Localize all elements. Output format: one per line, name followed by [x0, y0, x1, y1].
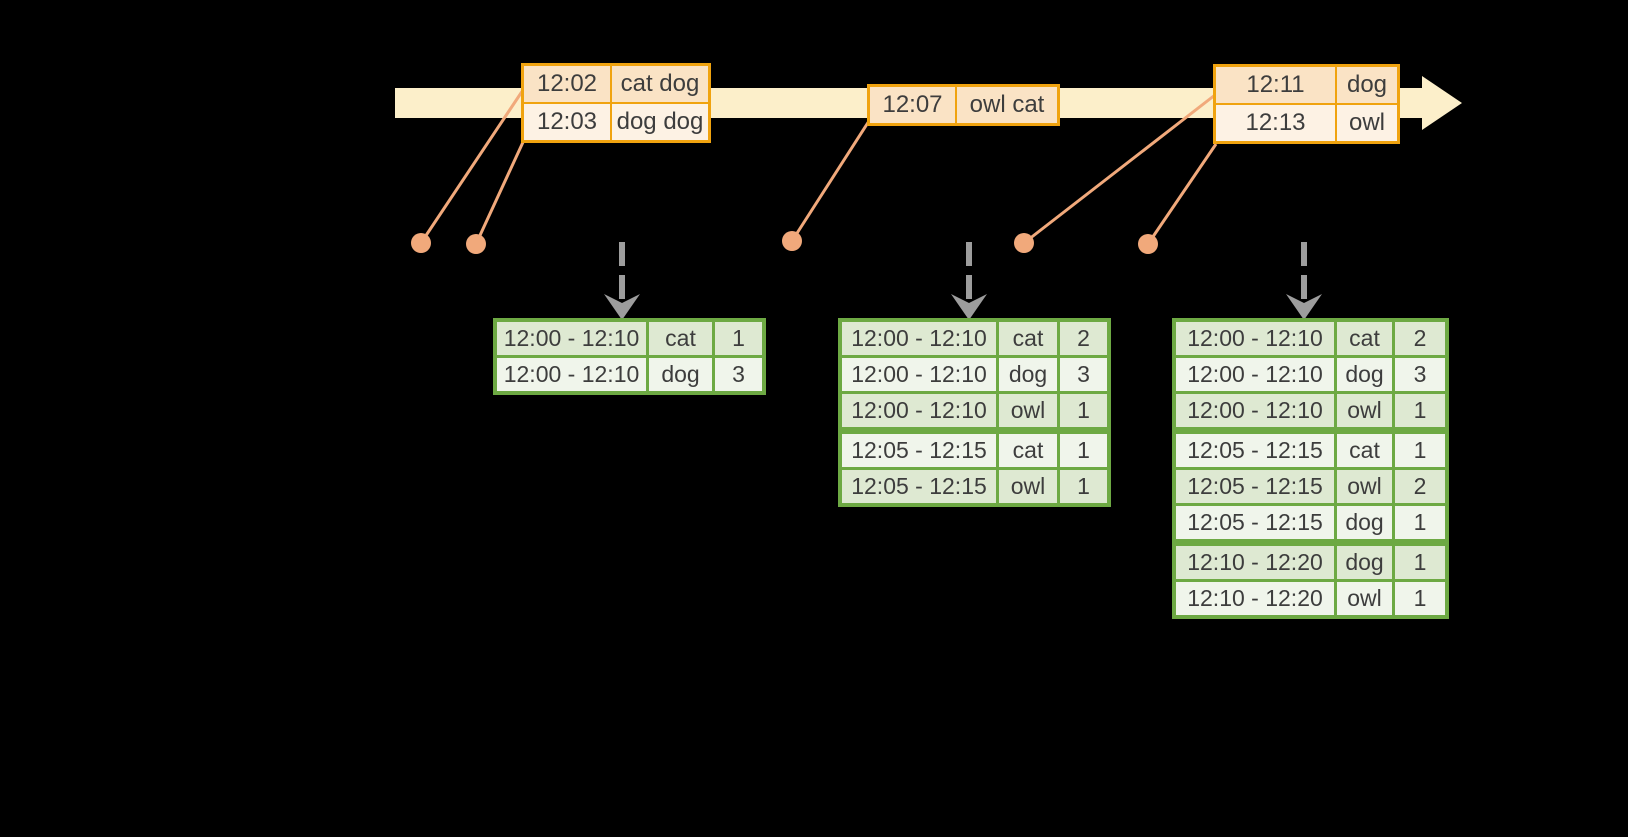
- word-cell: dog: [1334, 358, 1392, 391]
- window-cell: 12:05 - 12:15: [1176, 470, 1334, 503]
- count-cell: 2: [1057, 322, 1107, 355]
- count-cell: 1: [1392, 582, 1445, 615]
- window-cell: 12:00 - 12:10: [1176, 394, 1334, 427]
- count-cell: 3: [1057, 358, 1107, 391]
- word-cell: cat: [646, 322, 712, 355]
- event-dot: [1014, 233, 1034, 253]
- event-connector-line: [1023, 93, 1216, 245]
- time-cell: 12:03: [524, 104, 610, 140]
- words-cell: cat dog: [610, 66, 708, 102]
- count-cell: 1: [1392, 394, 1445, 427]
- word-cell: owl: [1334, 470, 1392, 503]
- event-dot: [782, 231, 802, 251]
- time-cell: 12:11: [1216, 67, 1335, 103]
- count-cell: 1: [1057, 434, 1107, 467]
- words-cell: owl cat: [955, 87, 1057, 123]
- window-cell: 12:10 - 12:20: [1176, 582, 1334, 615]
- window-cell: 12:05 - 12:15: [1176, 506, 1334, 539]
- time-cell: 12:02: [524, 66, 610, 102]
- window-cell: 12:05 - 12:15: [842, 470, 996, 503]
- word-cell: dog: [646, 358, 712, 391]
- count-cell: 3: [1392, 358, 1445, 391]
- event-connector-line: [1146, 143, 1218, 245]
- event-dot: [411, 233, 431, 253]
- event-connector-line: [474, 139, 526, 245]
- event-connector-line: [790, 120, 871, 242]
- window-cell: 12:10 - 12:20: [1176, 546, 1334, 579]
- count-cell: 3: [712, 358, 762, 391]
- word-cell: dog: [996, 358, 1057, 391]
- count-cell: 1: [1057, 470, 1107, 503]
- time-cell: 12:07: [870, 87, 955, 123]
- time-cell: 12:13: [1216, 105, 1335, 141]
- trigger-arrow: [604, 242, 640, 320]
- count-cell: 1: [1392, 546, 1445, 579]
- trigger-arrow-head: [604, 294, 640, 320]
- count-cell: 1: [1392, 506, 1445, 539]
- window-cell: 12:00 - 12:10: [842, 394, 996, 427]
- words-cell: owl: [1335, 105, 1397, 141]
- window-cell: 12:00 - 12:10: [842, 358, 996, 391]
- word-cell: owl: [1334, 394, 1392, 427]
- count-cell: 1: [712, 322, 762, 355]
- window-cell: 12:00 - 12:10: [842, 322, 996, 355]
- count-cell: 1: [1392, 434, 1445, 467]
- word-cell: dog: [1334, 546, 1392, 579]
- window-cell: 12:00 - 12:10: [1176, 322, 1334, 355]
- trigger-arrow: [951, 242, 987, 320]
- window-cell: 12:05 - 12:15: [1176, 434, 1334, 467]
- event-dot: [1138, 234, 1158, 254]
- word-cell: cat: [996, 434, 1057, 467]
- words-cell: dog: [1335, 67, 1397, 103]
- word-cell: cat: [996, 322, 1057, 355]
- window-cell: 12:00 - 12:10: [497, 322, 646, 355]
- words-cell: dog dog: [610, 104, 708, 140]
- event-connector-line: [419, 89, 525, 244]
- trigger-arrow-head: [951, 294, 987, 320]
- word-cell: owl: [1334, 582, 1392, 615]
- window-cell: 12:00 - 12:10: [1176, 358, 1334, 391]
- count-cell: 2: [1392, 470, 1445, 503]
- word-cell: dog: [1334, 506, 1392, 539]
- word-cell: cat: [1334, 322, 1392, 355]
- count-cell: 1: [1057, 394, 1107, 427]
- count-cell: 2: [1392, 322, 1445, 355]
- window-cell: 12:05 - 12:15: [842, 434, 996, 467]
- trigger-arrow: [1286, 242, 1322, 320]
- trigger-arrow-head: [1286, 294, 1322, 320]
- event-dot: [466, 234, 486, 254]
- word-cell: cat: [1334, 434, 1392, 467]
- word-cell: owl: [996, 470, 1057, 503]
- word-cell: owl: [996, 394, 1057, 427]
- window-cell: 12:00 - 12:10: [497, 358, 646, 391]
